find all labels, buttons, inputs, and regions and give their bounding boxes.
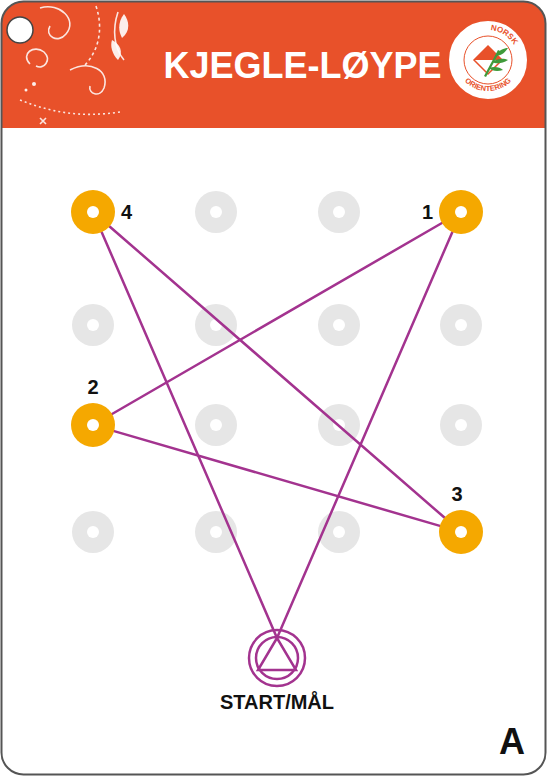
control-number: 2 (71, 375, 115, 399)
start-label: START/MÅL (197, 690, 357, 714)
control-cone: 1 (439, 190, 483, 234)
grid-cone (440, 191, 482, 233)
grid-cone (440, 511, 482, 553)
grid-cone (195, 191, 237, 233)
logo-layer: NORSK ORIENTERING (0, 0, 547, 130)
grid-cone (72, 191, 114, 233)
grey-cone (195, 304, 237, 346)
grey-cone (318, 191, 360, 233)
grey-cone-core (210, 419, 222, 431)
card-title: KJEGLE-LØYPE (150, 44, 455, 88)
grid-cone (72, 511, 114, 553)
logo-text: NORSK (490, 23, 520, 46)
grid-cone (318, 304, 360, 346)
start-finish: START/MÅL (197, 624, 357, 714)
grey-cone (195, 511, 237, 553)
logo-inner (464, 36, 512, 84)
grey-cone (72, 511, 114, 553)
grid-cone (440, 304, 482, 346)
control-number: 4 (121, 200, 132, 224)
course-leg (102, 232, 277, 638)
grid-cone (318, 404, 360, 446)
logo-twig (484, 48, 508, 77)
cone-grid (72, 191, 482, 553)
cone-core (455, 526, 467, 538)
control-number: 3 (435, 482, 479, 506)
control-cone: 4 (71, 190, 115, 234)
grey-cone-core (210, 319, 222, 331)
grey-cone (440, 404, 482, 446)
grid-cone (195, 304, 237, 346)
logo-circle (448, 20, 528, 100)
svg-text:NORSK: NORSK (490, 23, 520, 46)
grey-cone-core (87, 206, 99, 218)
grid-cone (195, 511, 237, 553)
grid-cone (72, 304, 114, 346)
grey-cone (440, 511, 482, 553)
card-letter: A (499, 722, 525, 762)
header-band (2, 2, 546, 129)
start-symbol (245, 624, 309, 688)
grey-cone-core (333, 419, 345, 431)
cone-core (455, 206, 467, 218)
punch-hole (7, 17, 33, 43)
cone-core (87, 206, 99, 218)
grey-cone-core (455, 206, 467, 218)
grid-cone (318, 191, 360, 233)
grey-cone-core (333, 206, 345, 218)
svg-text:ORIENTERING: ORIENTERING (463, 76, 513, 93)
course-leg (112, 223, 442, 414)
grid-cone (318, 511, 360, 553)
course-leg (110, 226, 445, 517)
header-leaves (25, 14, 129, 92)
grey-cone (195, 191, 237, 233)
control-cone: 3 (439, 510, 483, 554)
grey-cone (72, 404, 114, 446)
control-cone: 2 (71, 403, 115, 447)
grey-cone (440, 304, 482, 346)
grey-cone-core (333, 526, 345, 538)
grey-cone-core (87, 526, 99, 538)
grid-cone (440, 404, 482, 446)
grey-cone-core (455, 419, 467, 431)
grey-cone (440, 191, 482, 233)
grey-cone (195, 404, 237, 446)
grid-cone (195, 404, 237, 446)
cone-core (87, 419, 99, 431)
grey-cone (318, 511, 360, 553)
grey-cone-core (210, 526, 222, 538)
grey-cone-core (210, 206, 222, 218)
logo-text: ORIENTERING (463, 76, 513, 93)
grey-cone (318, 404, 360, 446)
grey-cone-core (455, 526, 467, 538)
course-leg (114, 431, 440, 526)
grey-cone (72, 304, 114, 346)
grid-cone (72, 404, 114, 446)
grey-cone-core (87, 419, 99, 431)
grey-cone-core (455, 319, 467, 331)
course-leg (277, 232, 452, 638)
grey-cone (318, 304, 360, 346)
control-number: 1 (422, 200, 433, 224)
grey-cone-core (333, 319, 345, 331)
grey-cone-core (87, 319, 99, 331)
grey-cone (72, 191, 114, 233)
header-swirls (20, 6, 124, 124)
